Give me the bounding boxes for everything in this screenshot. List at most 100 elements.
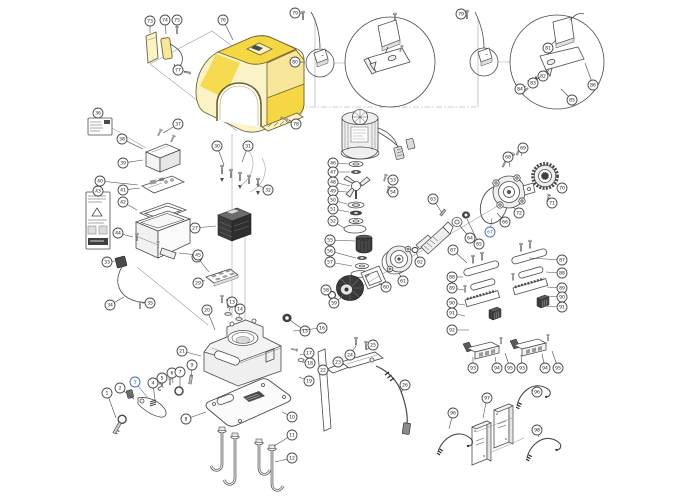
connector-plug <box>405 138 416 150</box>
callout-number: 91 <box>559 305 565 311</box>
callout-64 <box>464 232 476 244</box>
callout-67 <box>484 226 496 238</box>
callout-58 <box>320 284 332 296</box>
callout-number: 5 <box>161 376 164 382</box>
callout-number: 90 <box>559 295 565 301</box>
callout-71 <box>546 197 558 209</box>
callout-63 <box>427 193 439 205</box>
cable-connector <box>401 422 411 435</box>
callout-68 <box>502 151 514 163</box>
callout-96 <box>447 407 459 419</box>
callout-60 <box>380 281 392 293</box>
callout-62 <box>414 256 426 268</box>
callout-87 <box>447 244 459 256</box>
callout-number: 40 <box>97 179 103 185</box>
callout-33 <box>101 256 113 268</box>
bearing-flange-part <box>381 245 413 275</box>
callout-number: 18 <box>307 361 313 367</box>
gear-train-group <box>420 146 559 255</box>
callout-number: 98 <box>534 428 540 434</box>
pcb-part <box>141 175 186 194</box>
callout-number: 1 <box>106 391 109 397</box>
pin-part <box>188 374 194 385</box>
callout-94 <box>539 362 551 374</box>
callout-15 <box>299 325 311 337</box>
callout-83 <box>527 77 539 89</box>
callout-66 <box>499 216 511 228</box>
callout-79 <box>455 8 467 20</box>
callout-number: 14 <box>237 307 243 313</box>
bracket-cable-group <box>326 336 411 435</box>
callout-37 <box>172 118 184 130</box>
callout-number: 27 <box>192 226 198 232</box>
callout-21 <box>176 345 188 357</box>
release-cable <box>513 383 553 410</box>
callout-number: 10 <box>289 415 295 421</box>
callout-number: 95 <box>555 366 561 372</box>
callout-number: 87 <box>450 248 456 254</box>
vent-plate-part <box>205 268 239 287</box>
callout-12 <box>286 452 298 464</box>
callout-43 <box>92 185 104 197</box>
callout-number: 6 <box>171 371 174 377</box>
callout-22 <box>317 364 329 376</box>
callout-number: 12 <box>289 456 295 462</box>
callout-number: 49 <box>330 189 336 195</box>
callout-number: 74 <box>162 18 168 24</box>
callout-number: 97 <box>484 396 490 402</box>
callout-number: 44 <box>115 231 121 237</box>
callout-number: 91 <box>449 311 455 317</box>
callout-23 <box>332 356 344 368</box>
anchor-bolt <box>267 444 285 492</box>
callout-11 <box>286 429 298 441</box>
lock-cylinder-part <box>126 389 134 399</box>
callout-number: 93 <box>519 366 525 372</box>
callout-number: 95 <box>507 366 513 372</box>
callout-69 <box>517 142 529 154</box>
callout-81 <box>542 42 554 54</box>
callout-number: 81 <box>545 46 551 52</box>
cover-part <box>183 35 305 133</box>
callout-44 <box>112 227 124 239</box>
o-ring-part <box>411 246 419 254</box>
callout-91 <box>446 307 458 319</box>
key-pin-part <box>439 208 447 217</box>
callout-31 <box>242 140 254 152</box>
central-column-group <box>205 149 266 303</box>
callout-number: 88 <box>449 275 455 281</box>
gear-housing-part <box>492 174 536 209</box>
control-cover-part <box>144 143 182 173</box>
callout-8 <box>180 413 192 425</box>
callout-4 <box>147 377 159 389</box>
callout-number: 93 <box>470 366 476 372</box>
callout-number: 13 <box>229 300 235 306</box>
callout-54 <box>387 186 399 198</box>
magnet-detail-right <box>464 9 605 110</box>
callout-number: 80 <box>292 60 298 66</box>
callout-number: 50 <box>330 198 336 204</box>
callout-number: 3 <box>134 380 137 386</box>
callout-73 <box>144 15 156 27</box>
callout-number: 36 <box>95 111 101 117</box>
callout-7 <box>174 366 186 378</box>
callout-number: 79 <box>292 11 298 17</box>
bracket-part <box>159 247 177 260</box>
callout-87 <box>556 254 568 266</box>
callout-42 <box>117 196 129 208</box>
callout-number: 96 <box>450 411 456 417</box>
callout-number: 68 <box>505 155 511 161</box>
screw-icon <box>175 25 179 34</box>
callout-16 <box>316 322 328 334</box>
callout-number: 41 <box>120 188 126 194</box>
callout-number: 84 <box>517 87 523 93</box>
callout-61 <box>397 275 409 287</box>
callout-98 <box>531 424 543 436</box>
callout-number: 94 <box>542 366 548 372</box>
control-box-group <box>85 117 192 309</box>
callout-number: 51 <box>330 207 336 213</box>
callout-number: 61 <box>400 279 406 285</box>
callout-number: 54 <box>390 190 396 196</box>
callout-92 <box>446 324 458 336</box>
callout-number: 15 <box>302 329 308 335</box>
